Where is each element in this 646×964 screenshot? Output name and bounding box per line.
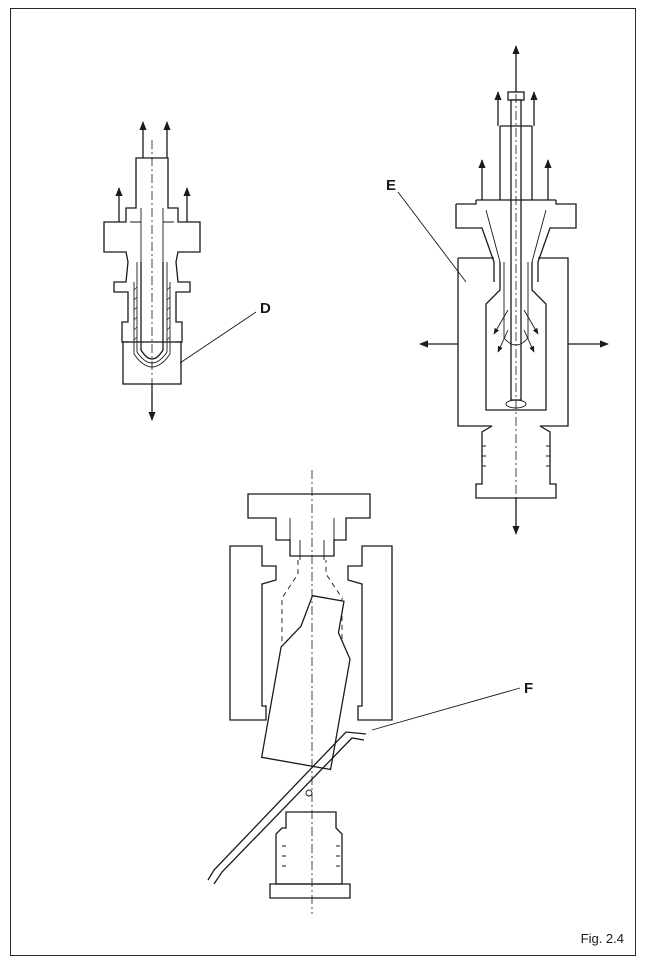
label-e: E — [386, 177, 396, 194]
label-f: F — [524, 680, 533, 697]
station-e — [397, 45, 609, 535]
figure-border — [10, 8, 636, 956]
label-d: D — [260, 300, 271, 317]
station-d — [103, 121, 257, 421]
station-f — [207, 470, 521, 914]
figure-caption: Fig. 2.4 — [580, 931, 624, 946]
